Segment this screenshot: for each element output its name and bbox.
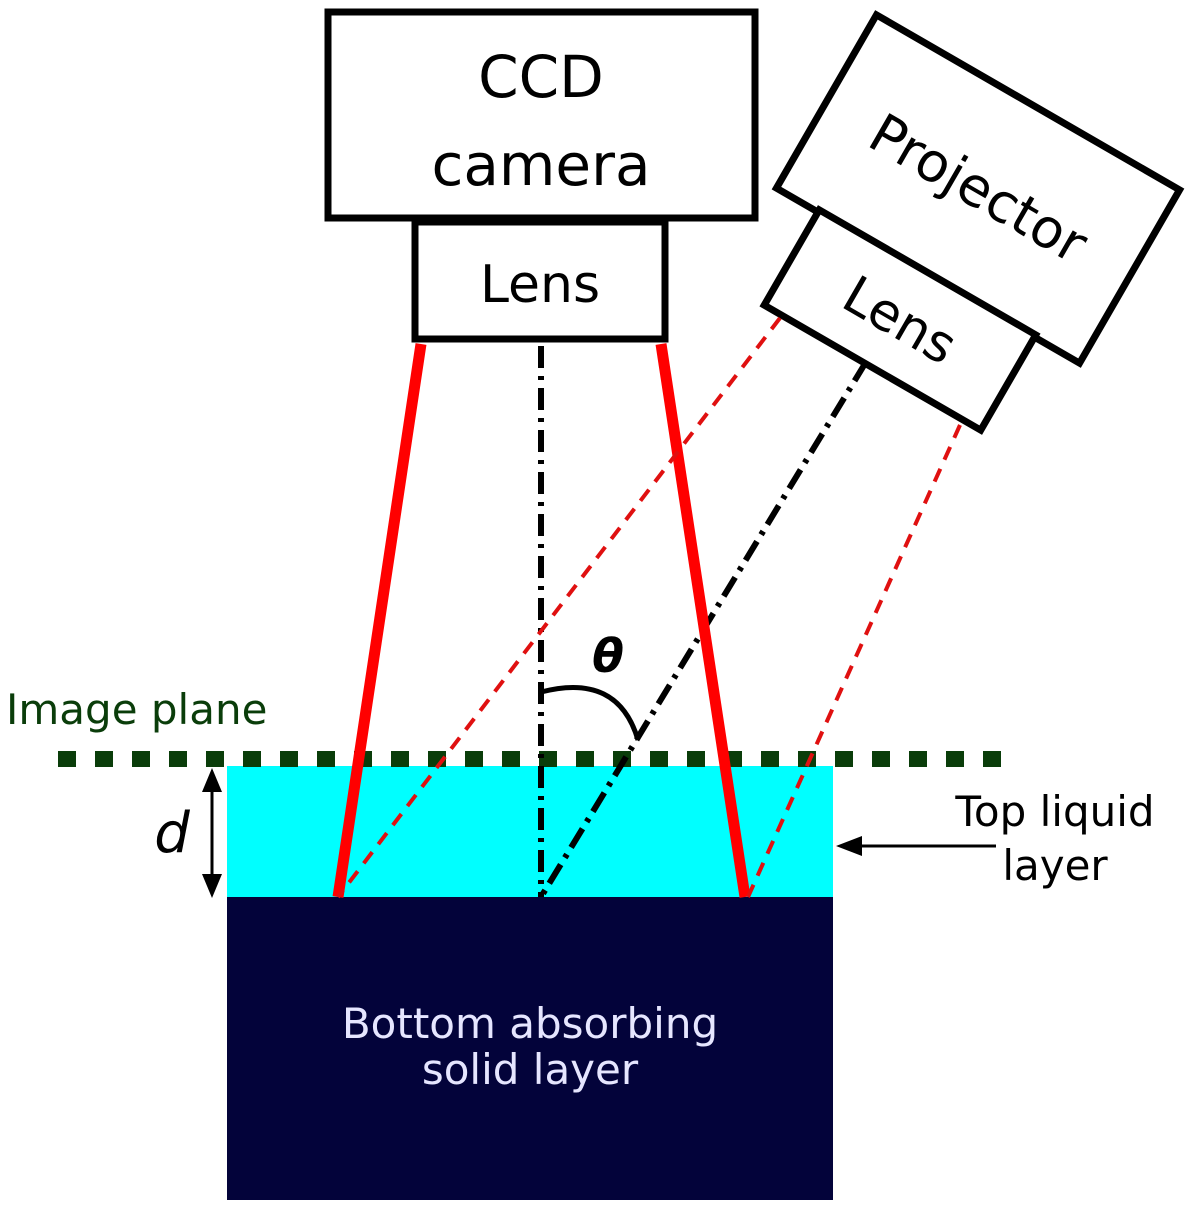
theta-label: θ (592, 629, 624, 683)
bottom-layer-label-line2: solid layer (422, 1045, 639, 1094)
top-layer-label-line2: layer (1002, 841, 1108, 890)
camera-ray-left (332, 343, 427, 898)
projector-ray-left (336, 316, 782, 899)
camera-lens-box (411, 218, 669, 343)
projector-lens: Lens (759, 205, 1041, 435)
thickness-arrow-head-bottom (202, 874, 222, 898)
theta-angle-arc (540, 685, 641, 741)
camera-lens-label: Lens (480, 255, 600, 315)
ccd-camera-box (324, 8, 759, 222)
top-layer-pointer-head (836, 836, 862, 856)
projector-ray-right (746, 424, 962, 898)
bottom-layer-label-line1: Bottom absorbing (342, 999, 718, 1048)
camera-title-line2: camera (431, 131, 650, 199)
top-layer-label-line1: Top liquid (954, 787, 1154, 836)
thickness-arrow-head-top (202, 768, 222, 792)
projector-lens-box (759, 205, 1041, 435)
image-plane-label: Image plane (6, 685, 267, 734)
camera-title-line1: CCD (478, 43, 604, 111)
bottom-solid-layer (227, 897, 833, 1200)
camera-ray-right (655, 343, 751, 898)
thickness-label: d (154, 801, 190, 866)
